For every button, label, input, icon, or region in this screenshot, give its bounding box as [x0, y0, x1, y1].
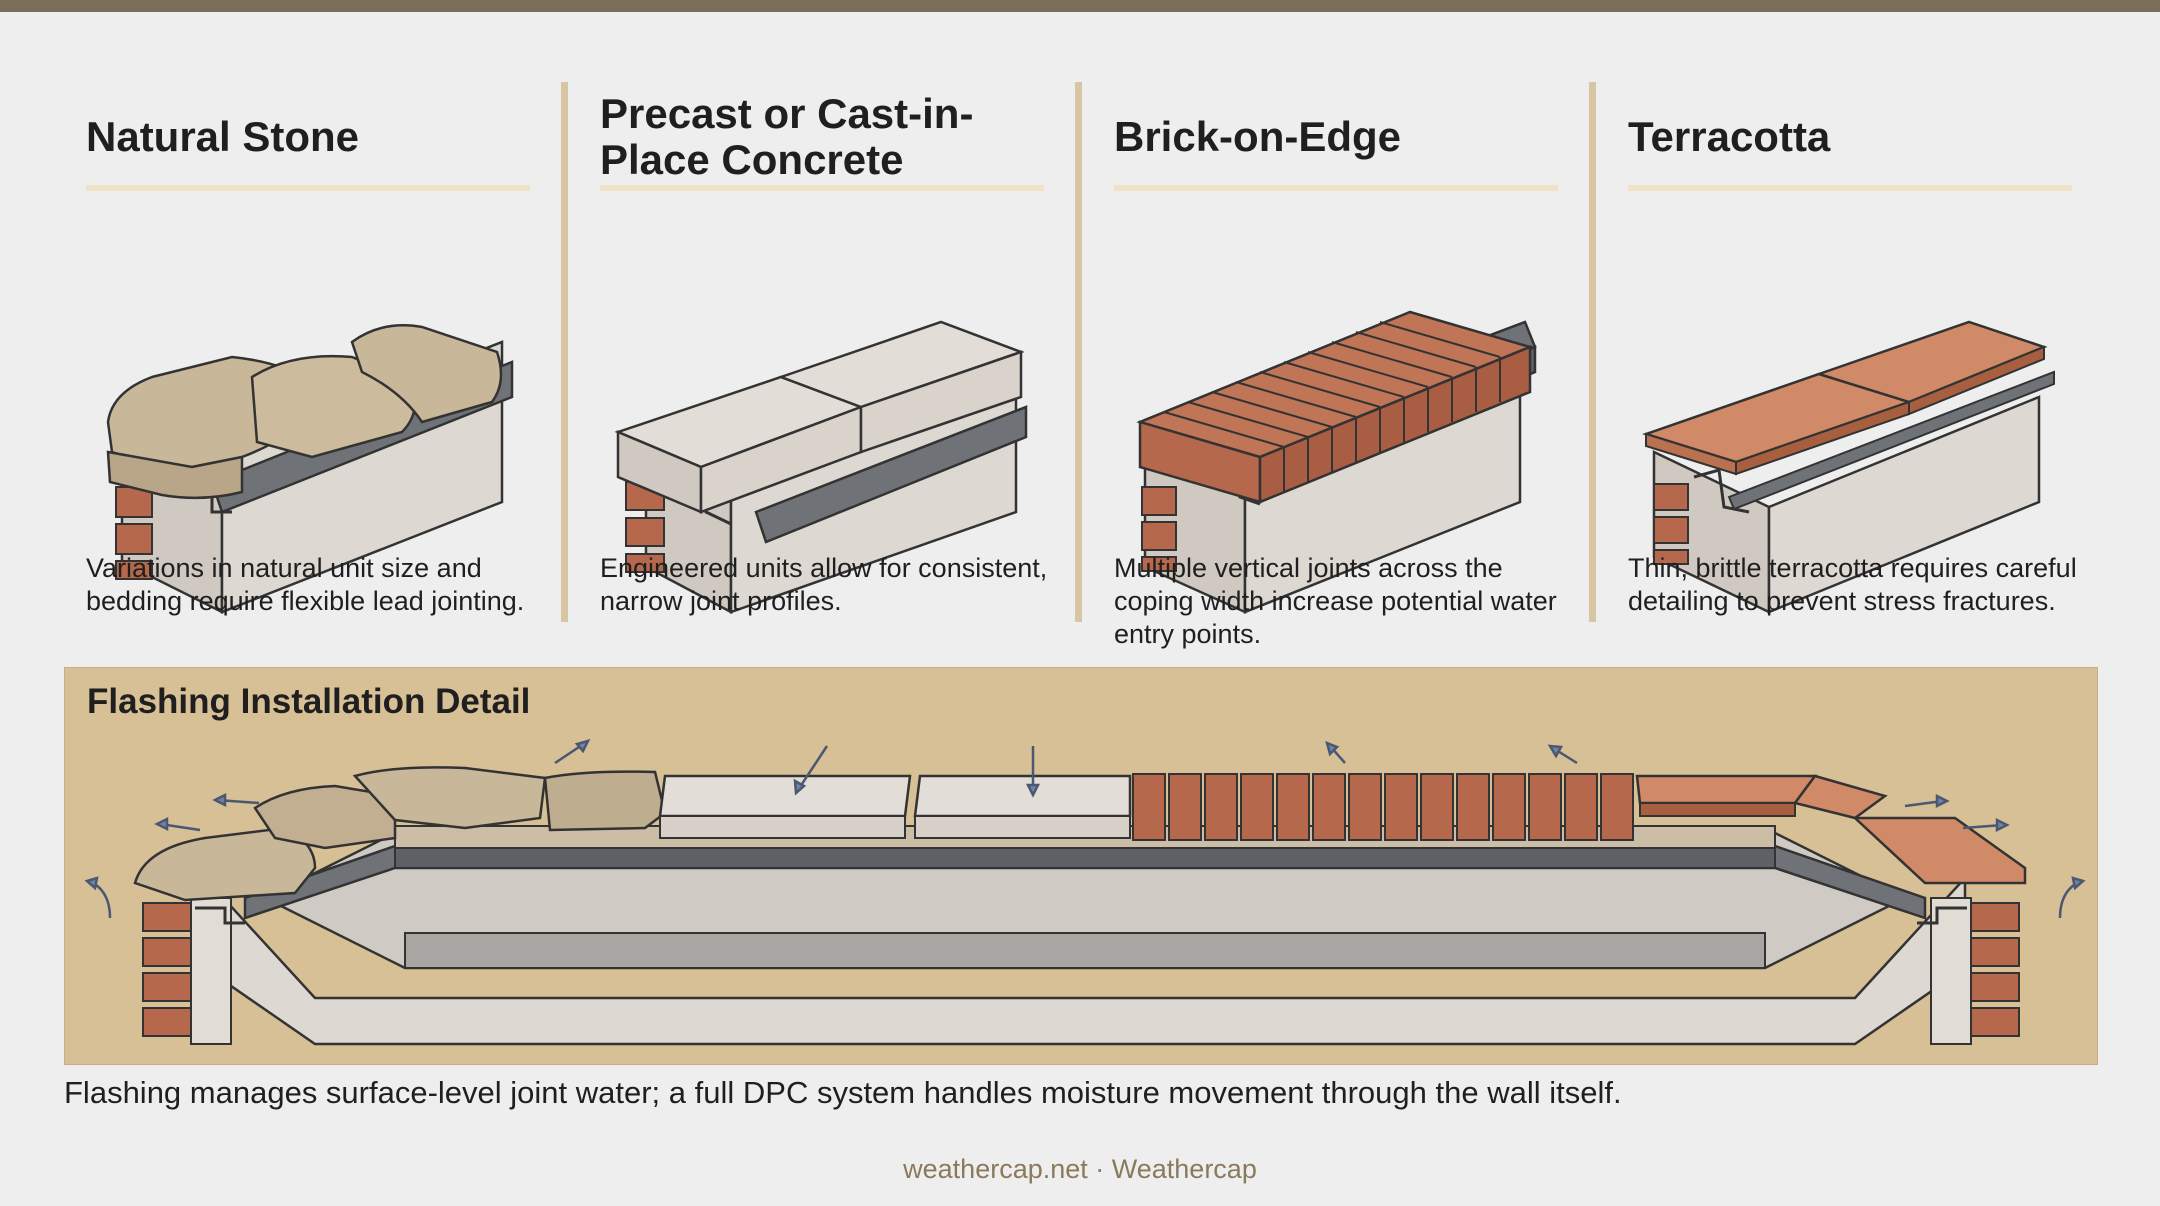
title-underline	[86, 185, 530, 191]
column-natural-stone: Natural Stone Variations in natural unit…	[82, 82, 552, 642]
column-title: Terracotta	[1628, 113, 1831, 160]
flashing-detail-panel: Flashing Installation Detail	[64, 667, 2098, 1065]
title-underline	[1114, 185, 1558, 191]
top-accent-bar	[0, 0, 2160, 12]
detail-title: Flashing Installation Detail	[87, 682, 531, 721]
column-concrete: Precast or Cast-in-Place Concrete Engine…	[596, 82, 1066, 642]
brick-on-edge-coping-illustration	[1136, 310, 1537, 614]
column-divider	[1075, 82, 1082, 622]
natural-stone-coping-illustration	[106, 324, 514, 615]
footer-credit: weathercap.net · Weathercap	[903, 1154, 1257, 1184]
caption: Flashing manages surface-level joint wat…	[64, 1075, 1622, 1110]
column-title: Natural Stone	[86, 113, 360, 160]
column-divider	[561, 82, 568, 622]
title-underline	[600, 185, 1044, 191]
column-description: Engineered units allow for consistent, n…	[600, 553, 1048, 616]
column-description: Multiple vertical joints across the copi…	[1114, 553, 1557, 649]
column-title: Precast or Cast-in-Place Concrete	[600, 90, 974, 183]
column-divider	[1589, 82, 1596, 622]
column-description: Variations in natural unit size and bedd…	[86, 553, 525, 616]
column-title: Brick-on-Edge	[1114, 113, 1402, 160]
column-description: Thin, brittle terracotta requires carefu…	[1628, 553, 2077, 616]
concrete-coping-illustration	[614, 320, 1028, 615]
terracotta-coping-illustration	[1641, 320, 2055, 614]
column-brick-on-edge: Brick-on-Edge	[1110, 82, 1580, 649]
column-terracotta: Terracotta Thin, brittle terracotta requ…	[1624, 82, 2094, 642]
title-underline	[1628, 185, 2072, 191]
flashing-detail-illustration	[84, 739, 2086, 1046]
